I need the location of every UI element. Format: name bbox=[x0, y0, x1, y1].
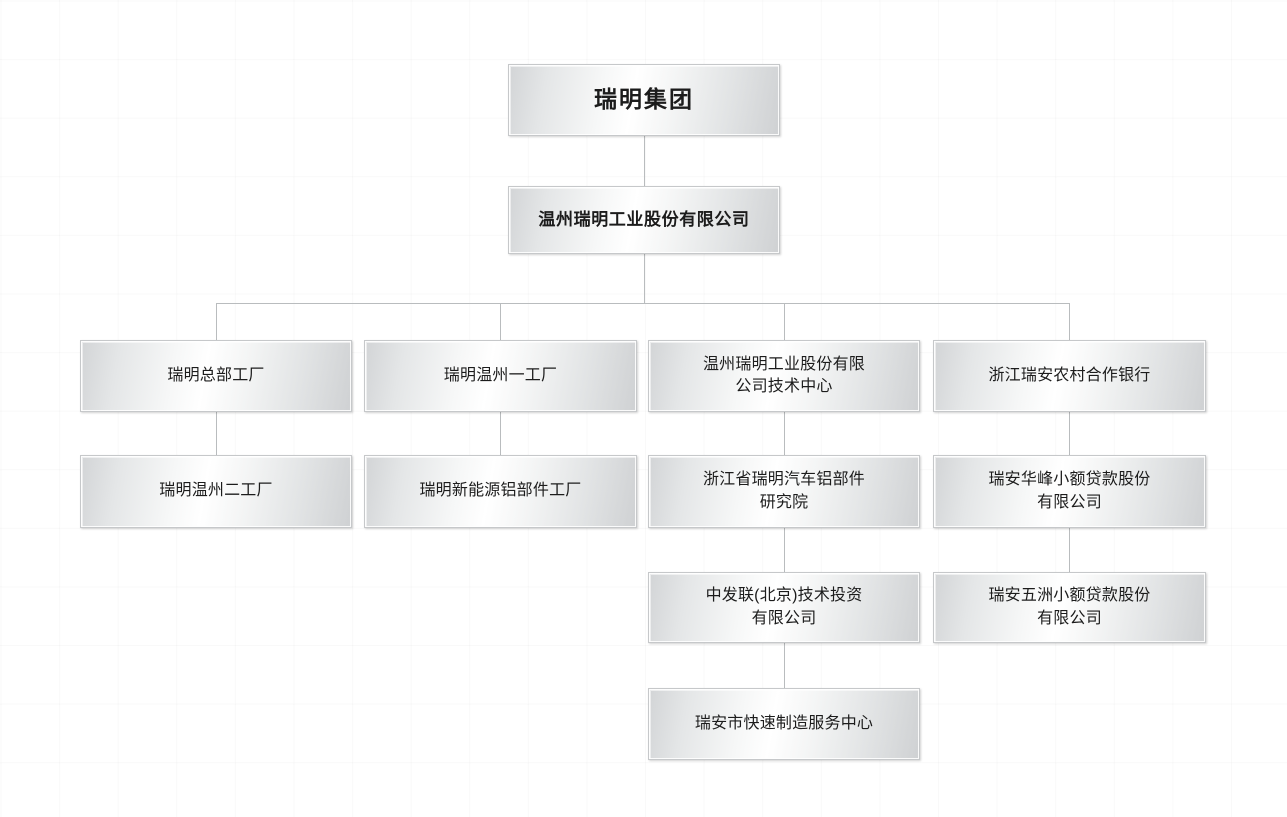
connector-c3r1-to-c3r2 bbox=[784, 412, 785, 455]
node-root[interactable]: 瑞明集团 bbox=[508, 64, 780, 136]
node-zhongfalian-beijing-investment[interactable]: 中发联(北京)技术投资 有限公司 bbox=[648, 572, 920, 643]
node-ruian-rapid-manufacturing-center[interactable]: 瑞安市快速制造服务中心 bbox=[648, 688, 920, 760]
node-ruian-huafeng-microloan-label: 瑞安华峰小额贷款股份 有限公司 bbox=[988, 471, 1151, 511]
connector-c2r1-to-c2r2 bbox=[500, 412, 501, 455]
node-main-company[interactable]: 温州瑞明工业股份有限公司 bbox=[508, 186, 780, 254]
node-ruian-wuzhou-microloan-label: 瑞安五洲小额贷款股份 有限公司 bbox=[988, 587, 1151, 627]
node-ruiming-hq-factory-label: 瑞明总部工厂 bbox=[167, 366, 265, 384]
connector-bus-to-c4r1 bbox=[1069, 303, 1070, 340]
node-ruiming-wenzhou-second-factory[interactable]: 瑞明温州二工厂 bbox=[80, 455, 352, 528]
node-root-label: 瑞明集团 bbox=[594, 86, 694, 113]
node-ruian-wuzhou-microloan[interactable]: 瑞安五洲小额贷款股份 有限公司 bbox=[933, 572, 1206, 643]
node-ruian-rapid-manufacturing-center-label: 瑞安市快速制造服务中心 bbox=[694, 714, 874, 732]
node-auto-aluminum-research-institute[interactable]: 浙江省瑞明汽车铝部件 研究院 bbox=[648, 455, 920, 528]
connector-bus bbox=[216, 303, 1070, 304]
connector-c1r1-to-c1r2 bbox=[216, 412, 217, 455]
node-technology-center-label: 温州瑞明工业股份有限 公司技术中心 bbox=[702, 355, 865, 395]
connector-bus-to-c1r1 bbox=[216, 303, 217, 340]
node-auto-aluminum-research-institute-label: 浙江省瑞明汽车铝部件 研究院 bbox=[702, 471, 865, 511]
node-ruiming-new-energy-aluminum-factory[interactable]: 瑞明新能源铝部件工厂 bbox=[364, 455, 637, 528]
node-ruian-huafeng-microloan[interactable]: 瑞安华峰小额贷款股份 有限公司 bbox=[933, 455, 1206, 528]
connector-bus-to-c3r1 bbox=[784, 303, 785, 340]
connector-main-to-bus bbox=[644, 254, 645, 303]
node-zhongfalian-beijing-investment-label: 中发联(北京)技术投资 有限公司 bbox=[705, 587, 863, 627]
connector-root-to-main bbox=[644, 136, 645, 186]
node-ruiming-new-energy-aluminum-factory-label: 瑞明新能源铝部件工厂 bbox=[419, 482, 582, 500]
node-ruiming-wenzhou-first-factory[interactable]: 瑞明温州一工厂 bbox=[364, 340, 637, 412]
node-ruiming-wenzhou-second-factory-label: 瑞明温州二工厂 bbox=[159, 482, 273, 500]
connector-c3r2-to-c3r3 bbox=[784, 528, 785, 572]
node-zhejiang-ruian-rural-cooperative-bank[interactable]: 浙江瑞安农村合作银行 bbox=[933, 340, 1206, 412]
connector-c4r1-to-c4r2 bbox=[1069, 412, 1070, 455]
node-technology-center[interactable]: 温州瑞明工业股份有限 公司技术中心 bbox=[648, 340, 920, 412]
node-zhejiang-ruian-rural-cooperative-bank-label: 浙江瑞安农村合作银行 bbox=[988, 366, 1151, 384]
node-main-company-label: 温州瑞明工业股份有限公司 bbox=[538, 210, 750, 230]
connector-c4r2-to-c4r3 bbox=[1069, 528, 1070, 572]
connector-c3r3-to-c3r4 bbox=[784, 643, 785, 688]
node-ruiming-hq-factory[interactable]: 瑞明总部工厂 bbox=[80, 340, 352, 412]
node-ruiming-wenzhou-first-factory-label: 瑞明温州一工厂 bbox=[443, 366, 558, 384]
connector-bus-to-c2r1 bbox=[500, 303, 501, 340]
